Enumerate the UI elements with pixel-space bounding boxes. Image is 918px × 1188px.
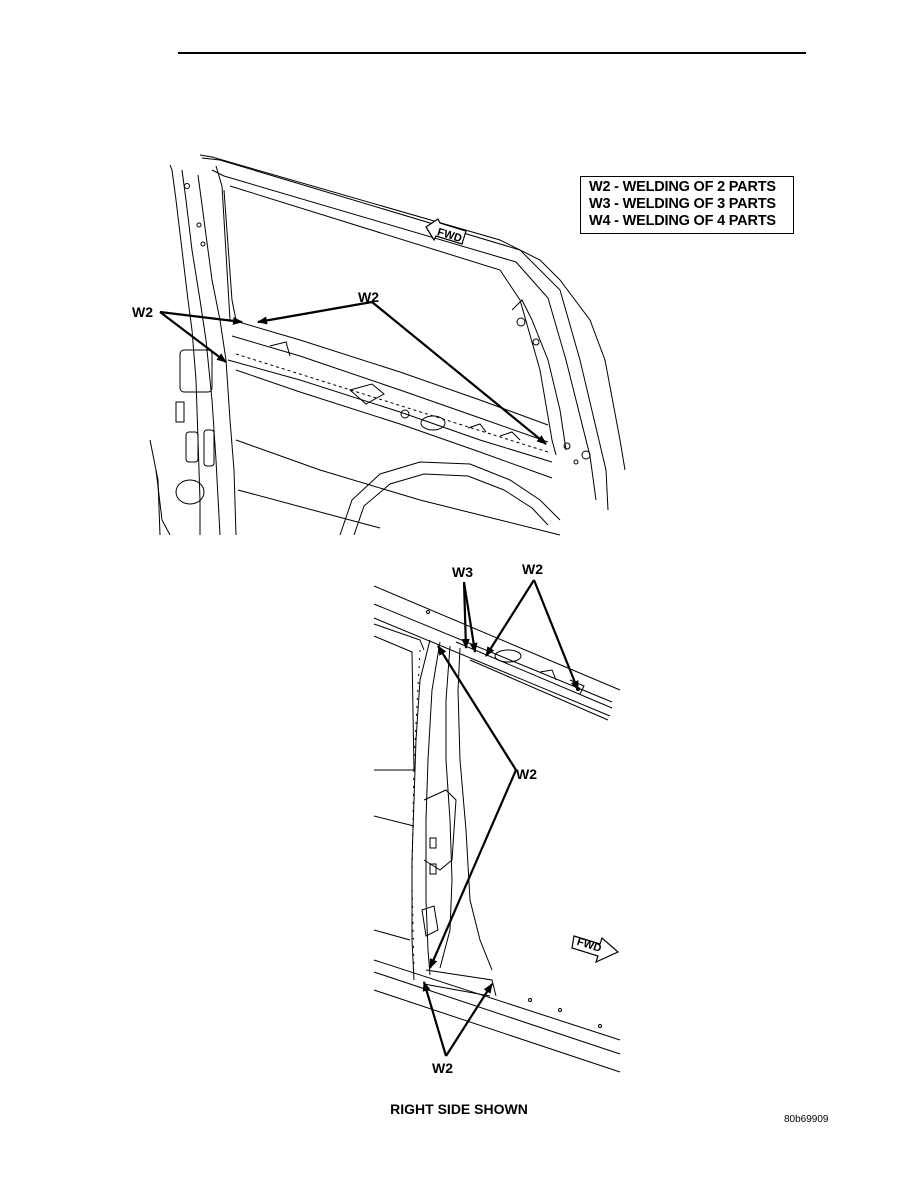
callout-top-center-w2: W2 (358, 289, 379, 305)
callout-bottom-low-w2: W2 (432, 1060, 453, 1076)
weld-legend: W2 - WELDING OF 2 PARTS W3 - WELDING OF … (580, 176, 794, 234)
legend-line-w2: W2 - WELDING OF 2 PARTS (589, 179, 776, 195)
upper-view-drawing (149, 154, 626, 536)
figure-id: 80b69909 (784, 1114, 829, 1125)
fwd-arrow-bottom: FWD (571, 935, 620, 964)
callout-top-left-w2: W2 (132, 304, 153, 320)
fwd-arrow-top: FWD (425, 218, 467, 245)
callout-bottom-top-w2: W2 (522, 561, 543, 577)
callout-bottom-w3: W3 (452, 564, 473, 580)
legend-line-w3: W3 - WELDING OF 3 PARTS (589, 196, 776, 212)
legend-line-w4: W4 - WELDING OF 4 PARTS (589, 213, 776, 229)
figure-caption: RIGHT SIDE SHOWN (390, 1101, 528, 1117)
lower-view-drawing (373, 585, 621, 1073)
lower-callouts (422, 579, 580, 1057)
upper-callouts (159, 300, 547, 445)
header-rule (178, 52, 806, 54)
callout-bottom-mid-w2: W2 (516, 766, 537, 782)
